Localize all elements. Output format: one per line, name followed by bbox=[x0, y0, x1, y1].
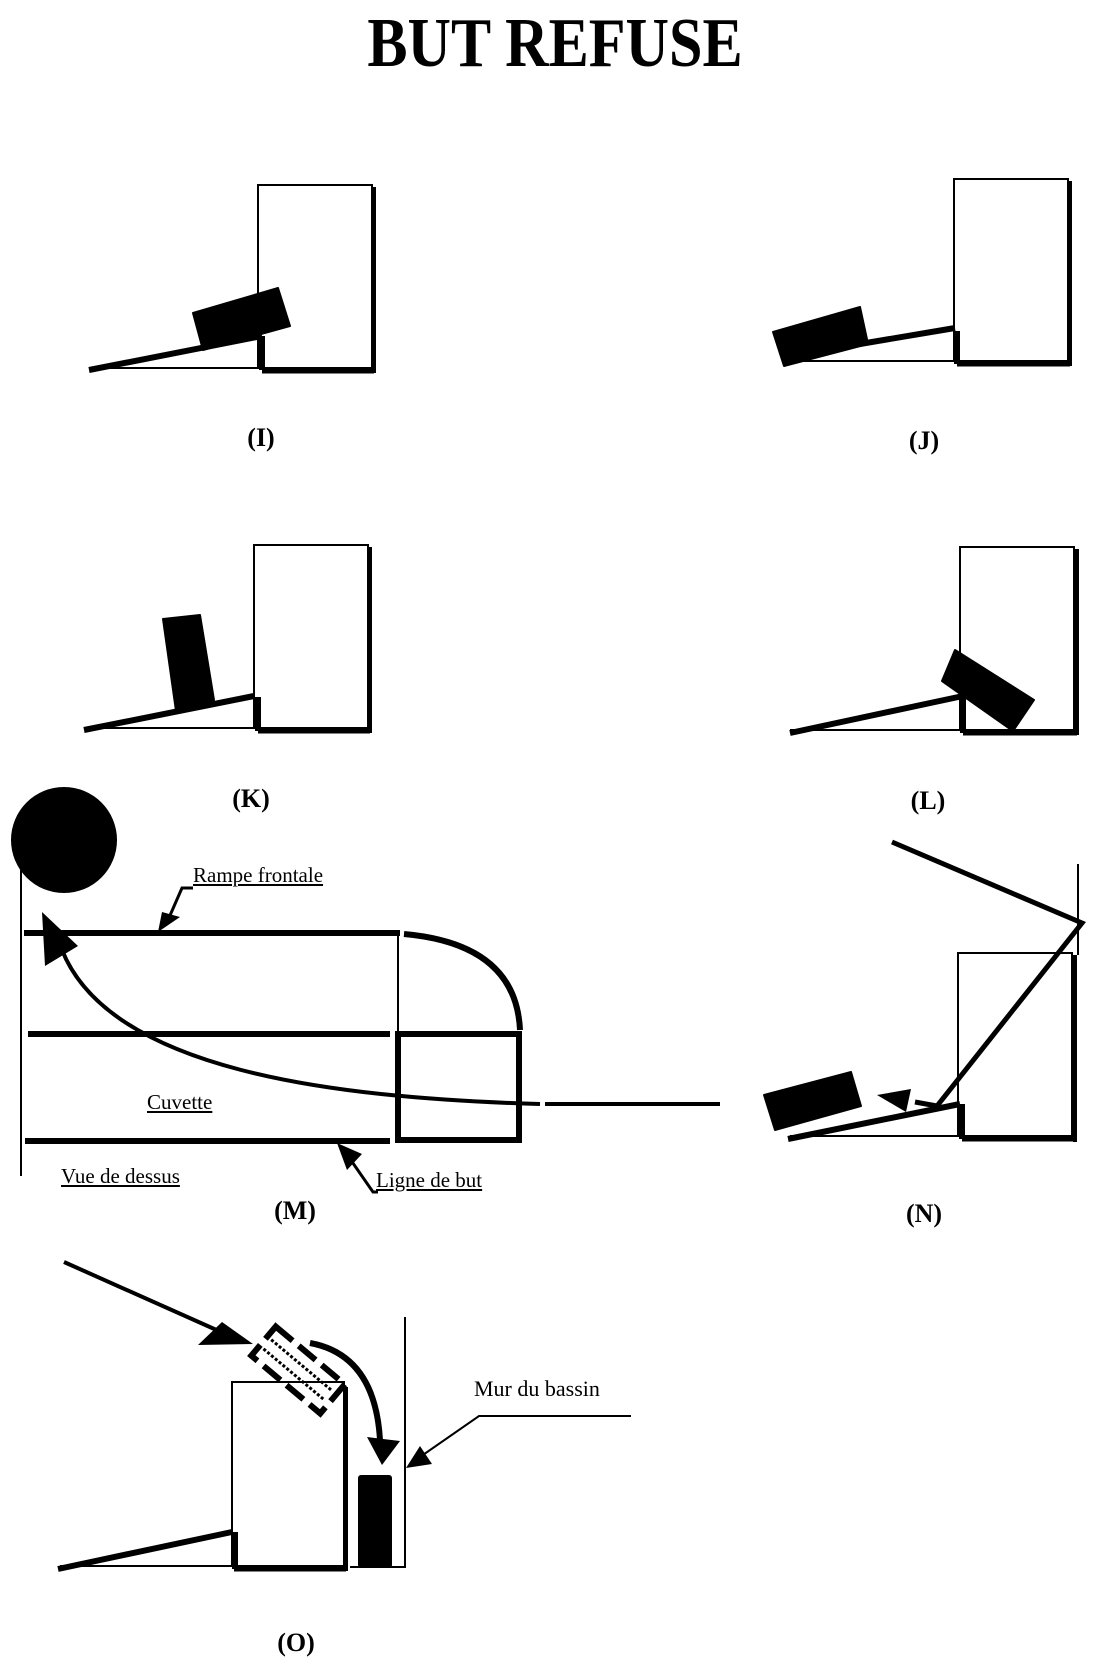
goal-box bbox=[253, 544, 369, 729]
goal-box bbox=[959, 546, 1075, 731]
goal-box bbox=[395, 1031, 522, 1143]
caption-n: (N) bbox=[905, 1199, 943, 1228]
page-title: BUT REFUSE bbox=[367, 5, 743, 82]
goal-box bbox=[257, 184, 373, 369]
caption-j: (J) bbox=[908, 426, 940, 455]
trajectory-arrowhead bbox=[42, 912, 78, 966]
label-ligne-de-but: Ligne de but bbox=[376, 1168, 483, 1192]
robot-block bbox=[772, 306, 869, 367]
goal-ramp bbox=[57, 1529, 233, 1572]
robot-block bbox=[763, 1071, 862, 1131]
goal-ramp bbox=[789, 693, 964, 736]
bounce-trajectory bbox=[891, 839, 1086, 1109]
caption-l: (L) bbox=[910, 786, 946, 815]
ligne-de-but-leader bbox=[346, 1155, 378, 1194]
rampe-frontale-arrowhead bbox=[158, 912, 180, 932]
robot-block-fallen bbox=[358, 1475, 392, 1568]
robot-block bbox=[162, 614, 215, 712]
mur-du-bassin-arrowhead bbox=[406, 1446, 432, 1468]
caption-k: (K) bbox=[232, 784, 270, 813]
panel-j-drawing bbox=[772, 178, 1072, 367]
goal-box bbox=[953, 178, 1069, 362]
incoming-arrowhead bbox=[198, 1322, 253, 1345]
ligne-de-but-arrowhead bbox=[337, 1143, 362, 1170]
goal-ramp bbox=[787, 1101, 961, 1142]
label-mur-du-bassin: Mur du bassin bbox=[474, 1376, 600, 1401]
rampe-frontale-leader bbox=[166, 886, 193, 921]
falling-trajectory bbox=[309, 1340, 383, 1441]
goal-box bbox=[957, 952, 1073, 1137]
label-rampe-frontale: Rampe frontale bbox=[193, 863, 324, 887]
label-vue-de-dessus: Vue de dessus bbox=[61, 1164, 180, 1188]
robot-ghost-tumbling bbox=[247, 1322, 349, 1418]
trajectory-curve bbox=[60, 949, 541, 1106]
label-cuvette: Cuvette bbox=[147, 1090, 213, 1114]
robot-block bbox=[941, 649, 1035, 732]
caption-i: (I) bbox=[247, 423, 275, 452]
goal-ramp bbox=[83, 693, 255, 733]
panel-i-drawing bbox=[88, 184, 376, 374]
caption-o: (O) bbox=[277, 1628, 315, 1657]
bounce-arrowhead bbox=[877, 1089, 911, 1112]
panel-m-drawing bbox=[11, 787, 720, 1194]
falling-arrowhead bbox=[367, 1437, 400, 1465]
panel-k-drawing bbox=[83, 544, 372, 734]
goal-curve bbox=[403, 931, 523, 1031]
mur-du-bassin-leader bbox=[419, 1415, 631, 1458]
goal-ramp bbox=[859, 325, 956, 347]
caption-m: (M) bbox=[274, 1196, 316, 1225]
panel-n-drawing bbox=[763, 839, 1086, 1142]
robot-block bbox=[192, 287, 291, 351]
robot-ball bbox=[11, 787, 117, 893]
panel-o-drawing bbox=[57, 1260, 631, 1572]
incoming-trajectory bbox=[63, 1260, 231, 1338]
panel-l-drawing bbox=[789, 546, 1079, 736]
